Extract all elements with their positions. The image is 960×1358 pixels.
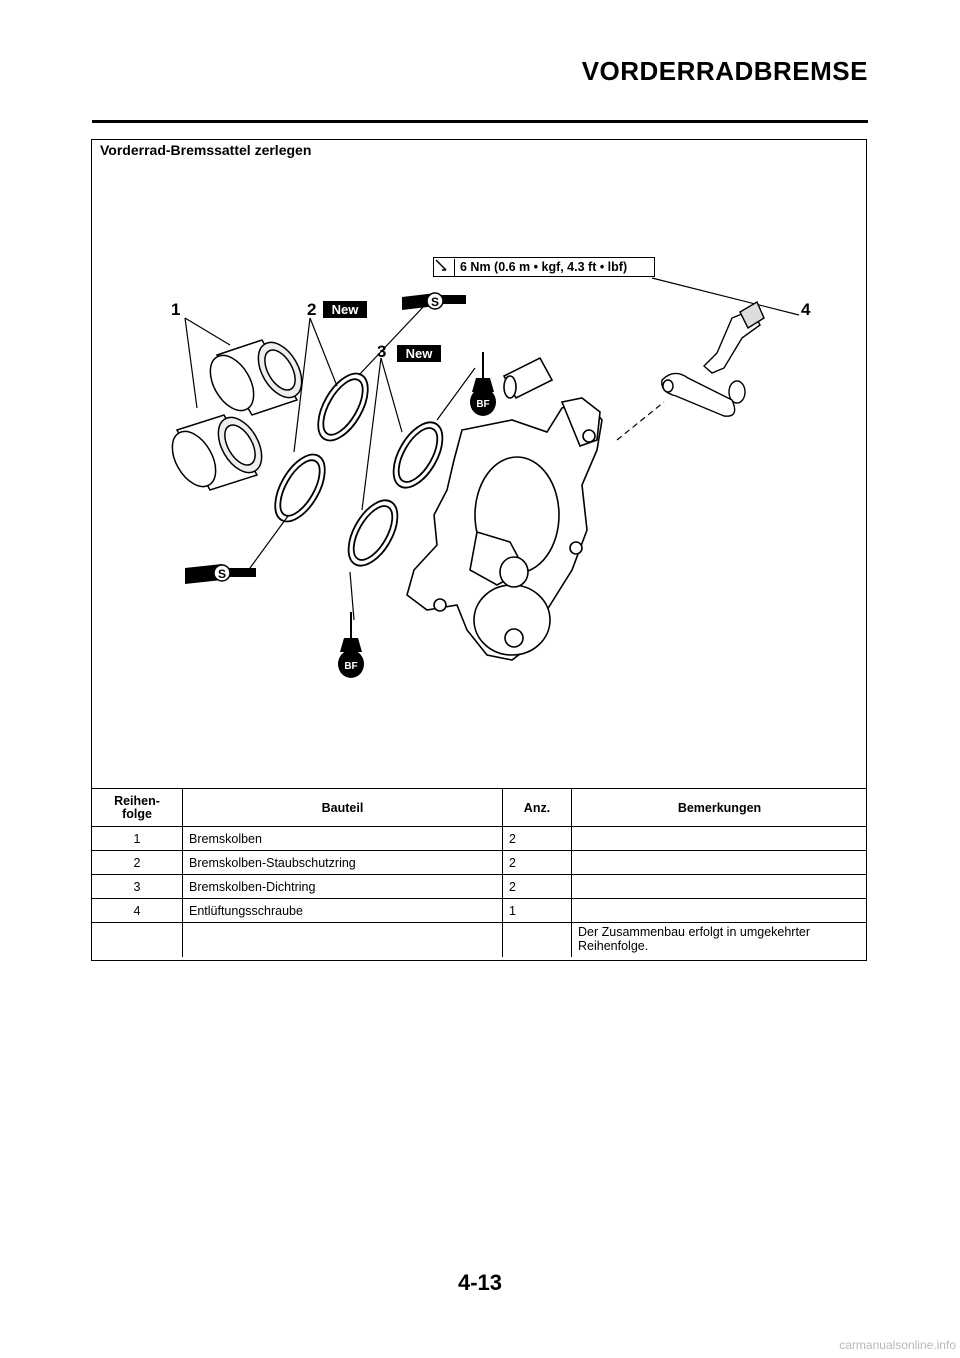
- grease-arrow-bottom: [249, 515, 289, 569]
- callout-3: 3: [377, 342, 387, 361]
- fluid-symbol-label: BF: [476, 399, 489, 410]
- piston-group: [171, 339, 303, 491]
- grease-symbol-bottom: S: [185, 564, 256, 584]
- caliper-body: [406, 356, 603, 661]
- section-title: Vorderrad-Bremssattel zerlegen: [100, 142, 312, 158]
- table-row: 3 Bremskolben-Dichtring 2: [92, 874, 867, 899]
- cell-remarks: [571, 874, 867, 899]
- caliper-illustration: S S BF BF: [171, 277, 800, 678]
- header-remarks: Bemerkungen: [571, 788, 867, 827]
- title-rule: [92, 120, 868, 123]
- fluid-symbol-label: BF: [344, 661, 357, 672]
- bleed-screw: [661, 300, 765, 417]
- table-row: 2 Bremskolben-Staubschutzring 2: [92, 850, 867, 875]
- grease-symbol-label: S: [431, 295, 439, 309]
- cell-qty: 2: [502, 874, 572, 899]
- new-part-badge: New: [397, 345, 441, 362]
- assembly-note: Der Zusammenbau erfolgt in umgekehrter R…: [571, 922, 867, 957]
- centerline: [616, 401, 665, 441]
- leader-line-4: [651, 277, 800, 316]
- header-order: Reihen- folge: [92, 788, 183, 827]
- table-note-row: Der Zusammenbau erfolgt in umgekehrter R…: [92, 922, 867, 957]
- dust-seal-group: [274, 372, 369, 523]
- leader-line-2a: [309, 317, 338, 387]
- cell-part: Entlüftungsschraube: [182, 898, 503, 923]
- cell-qty: 2: [502, 850, 572, 875]
- header-qty: Anz.: [502, 788, 572, 827]
- parts-table: Reihen- folge Bauteil Anz. Bemerkungen 1…: [92, 788, 867, 957]
- cell-part: Bremskolben: [182, 826, 503, 851]
- torque-wrench-icon: [434, 258, 455, 276]
- watermark: carmanualsonline.info: [839, 1338, 956, 1352]
- cell-order: 2: [92, 850, 183, 875]
- grease-symbol-top: S: [402, 292, 466, 310]
- content-frame: Vorderrad-Bremssattel zerlegen: [91, 139, 867, 961]
- page-number: 4-13: [457, 1270, 503, 1295]
- table-row: 1 Bremskolben 2: [92, 826, 867, 851]
- leader-line-1b: [184, 317, 198, 409]
- header-part: Bauteil: [182, 788, 503, 827]
- exploded-diagram: S S BF BF: [92, 140, 868, 788]
- new-part-badge: New: [323, 301, 367, 318]
- torque-spec-box: 6 Nm (0.6 m • kgf, 4.3 ft • lbf): [433, 257, 655, 277]
- leader-line-3b: [361, 357, 382, 511]
- brake-fluid-symbol-top: BF: [470, 352, 496, 416]
- page-title: VORDERRADBREMSE: [581, 56, 868, 86]
- torque-spec-text: 6 Nm (0.6 m • kgf, 4.3 ft • lbf): [460, 260, 628, 274]
- fluid-arrow-top: [436, 367, 476, 421]
- grease-symbol-label: S: [218, 567, 226, 581]
- piston-seal-group: [347, 421, 444, 567]
- fluid-arrow-bottom: [349, 571, 355, 621]
- callout-4: 4: [801, 300, 811, 319]
- callout-2: 2: [307, 300, 317, 319]
- cell-remarks: [571, 898, 867, 923]
- table-header-row: Reihen- folge Bauteil Anz. Bemerkungen: [92, 788, 867, 827]
- table-row: 4 Entlüftungsschraube 1: [92, 898, 867, 923]
- brake-fluid-symbol-bottom: BF: [338, 612, 364, 678]
- cell-part: Bremskolben-Dichtring: [182, 874, 503, 899]
- cell-remarks: [571, 826, 867, 851]
- cell-part: Bremskolben-Staubschutzring: [182, 850, 503, 875]
- cell-qty: 1: [502, 898, 572, 923]
- cell-order: 1: [92, 826, 183, 851]
- cell-remarks: [571, 850, 867, 875]
- leader-line-1a: [184, 317, 231, 346]
- leader-line-3a: [380, 357, 403, 433]
- cell-qty: 2: [502, 826, 572, 851]
- grease-arrow-top: [358, 304, 426, 376]
- callout-1: 1: [171, 300, 181, 319]
- cell-order: 4: [92, 898, 183, 923]
- cell-order: 3: [92, 874, 183, 899]
